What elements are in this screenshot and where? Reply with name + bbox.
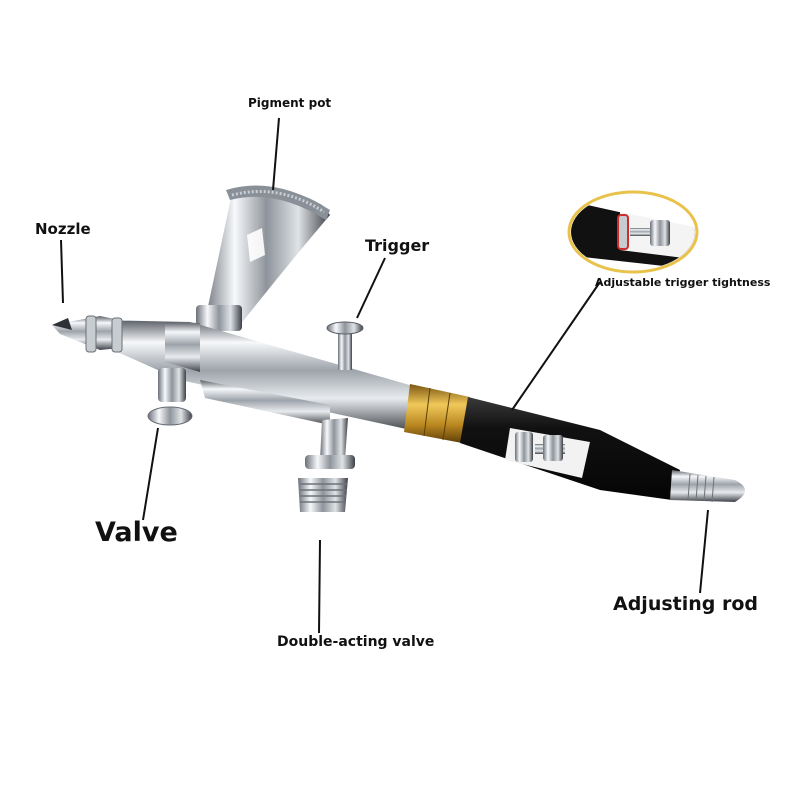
label-trigger: Trigger	[365, 236, 430, 255]
label-nozzle: Nozzle	[35, 220, 91, 238]
pigment-pot	[196, 185, 330, 331]
front-valve	[147, 368, 193, 426]
label-valve: Valve	[95, 517, 178, 548]
trigger-tightness-inset	[567, 190, 699, 274]
label-adjustable-trigger-tightness: Adjustable trigger tightness	[595, 276, 771, 289]
adjusting-rod-cap	[670, 470, 745, 503]
black-handle	[460, 397, 680, 500]
double-acting-valve	[298, 418, 355, 512]
label-pigment-pot: Pigment pot	[248, 96, 332, 110]
airbrush-body	[52, 315, 420, 432]
trigger	[326, 321, 364, 370]
gold-collar	[404, 384, 470, 443]
label-double-acting-valve: Double-acting valve	[277, 634, 435, 650]
label-adjusting-rod: Adjusting rod	[613, 593, 759, 615]
leader-lines	[60, 117, 709, 634]
